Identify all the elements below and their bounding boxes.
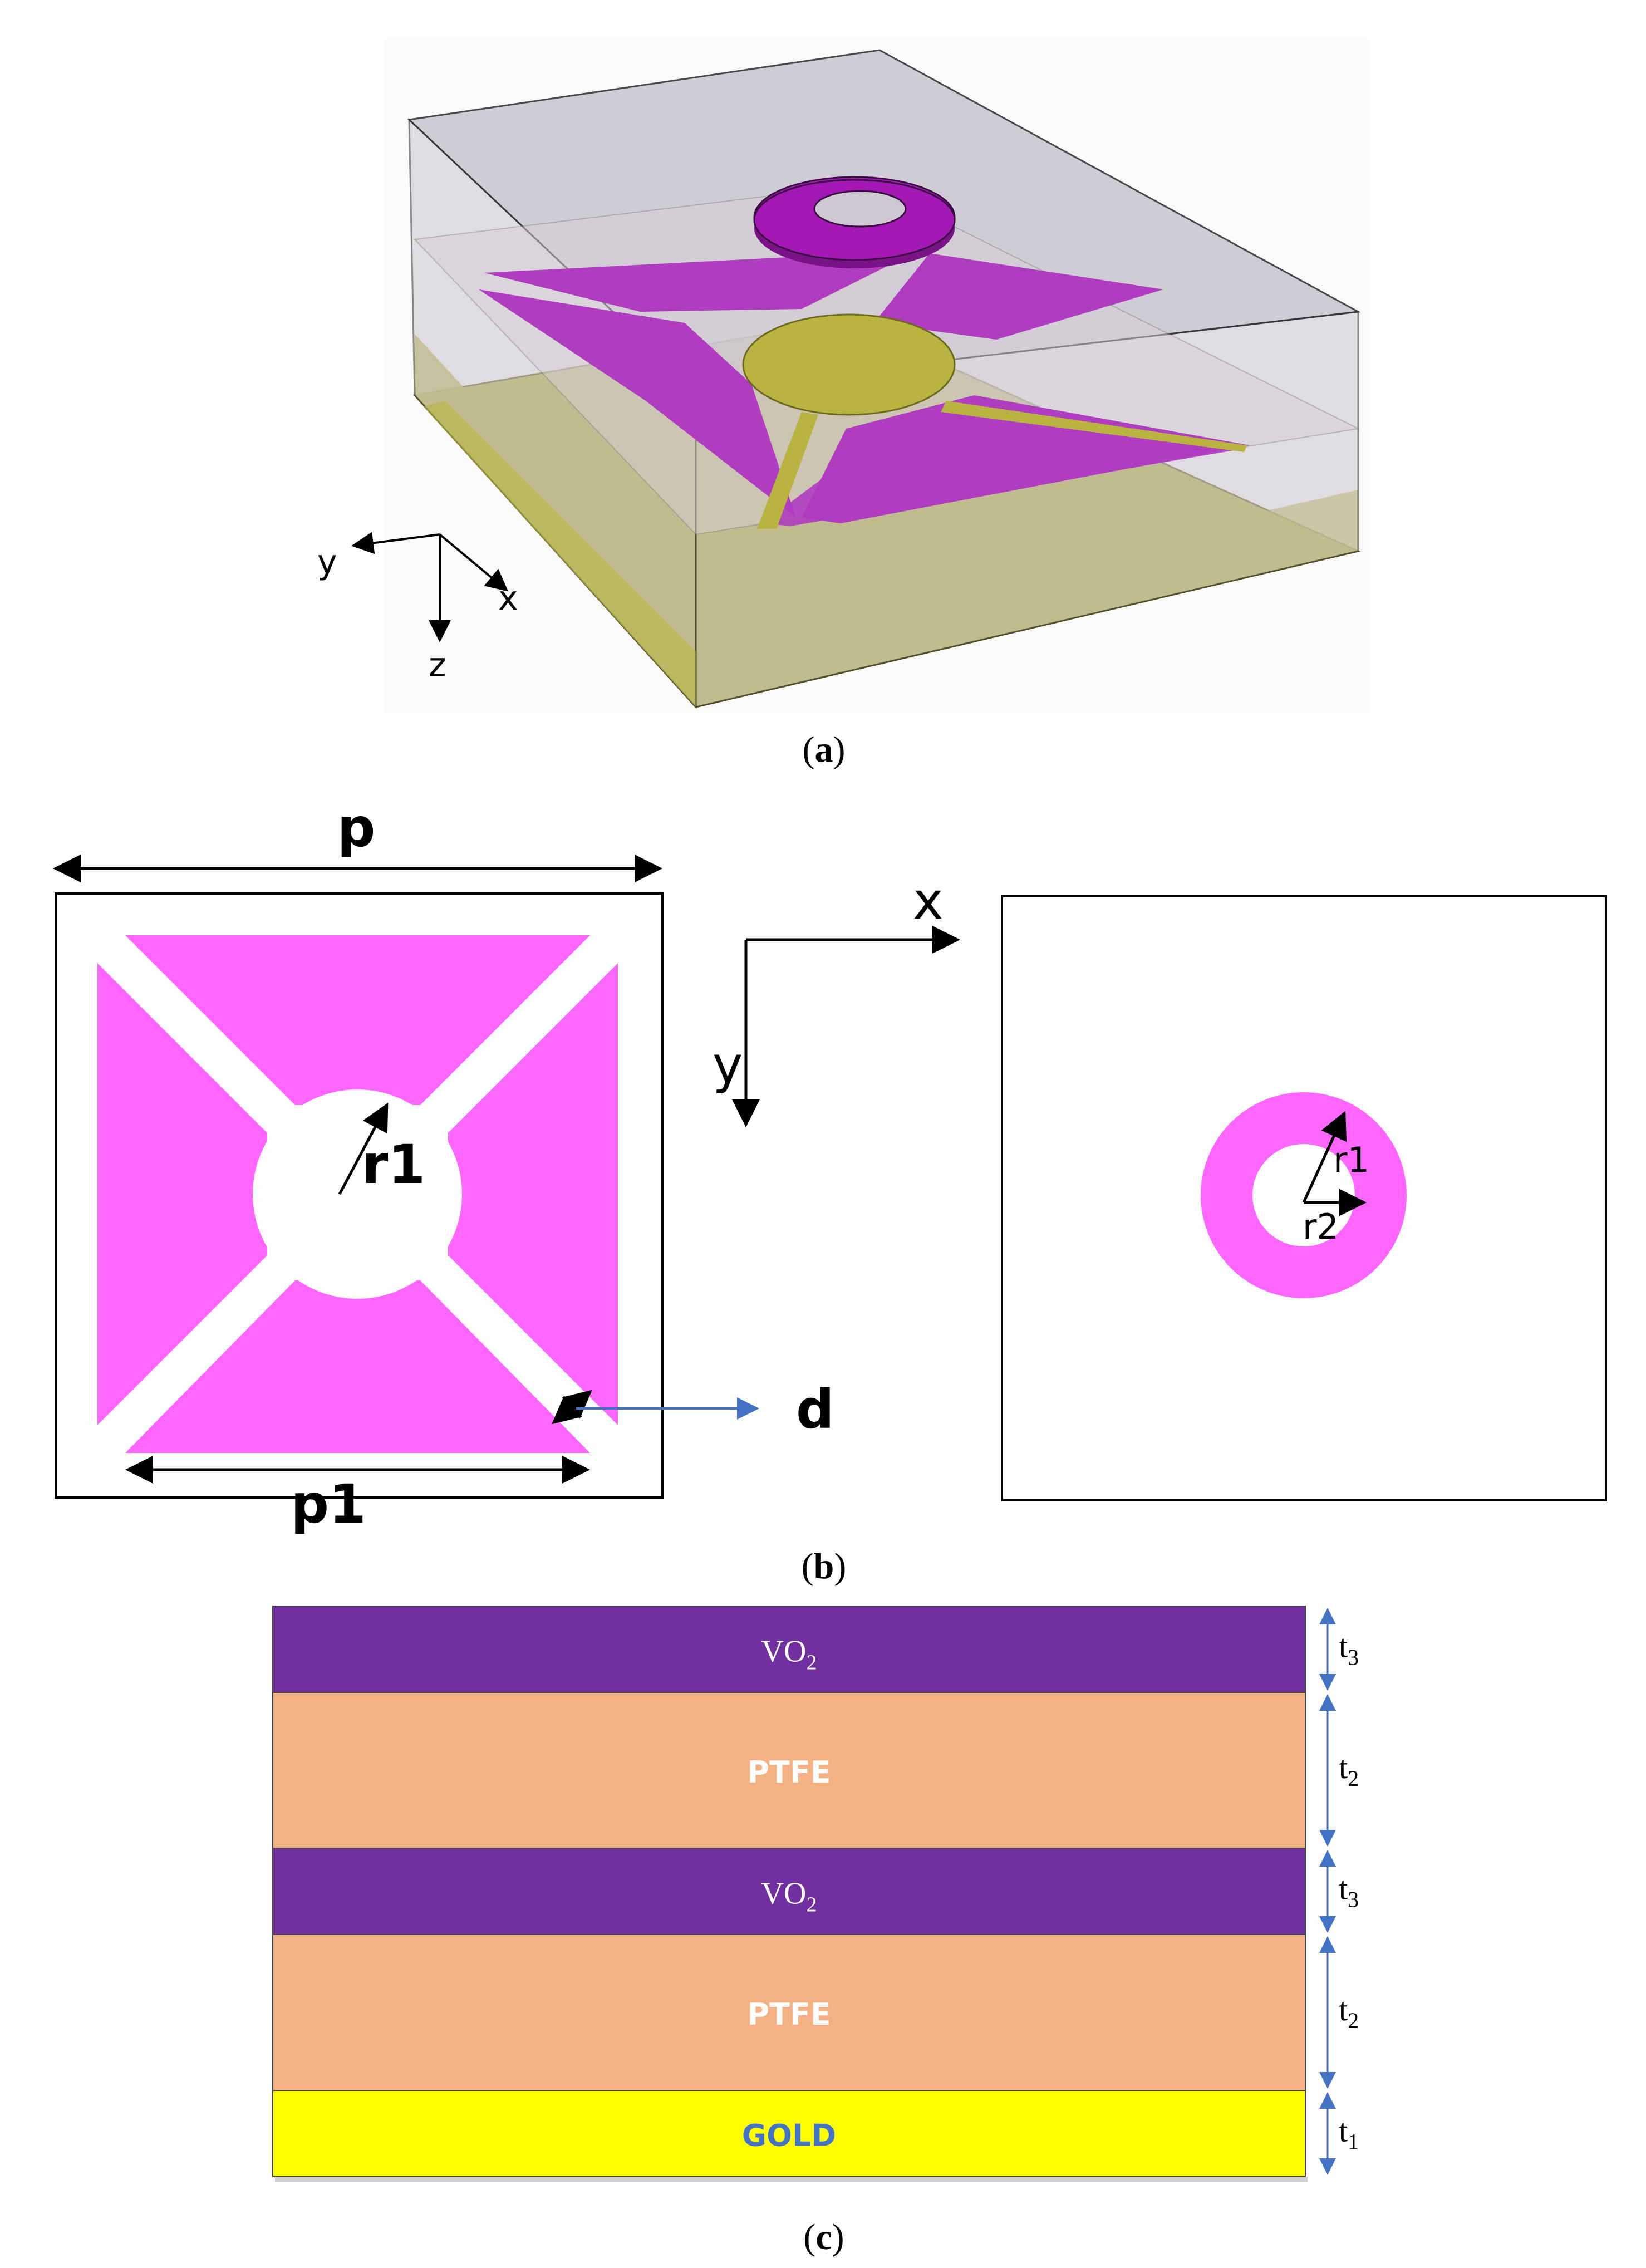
- thickness-label-2: t3: [1339, 1871, 1359, 1912]
- axis-x-label-2d: x: [913, 871, 943, 931]
- ring-r2-label: r2: [1303, 1206, 1339, 1247]
- layer-vo2-0: [272, 1606, 1306, 1693]
- stack-shadow: [275, 2177, 1308, 2182]
- ring-r1-label: r1: [1333, 1140, 1369, 1180]
- layer-label-1: PTFE: [747, 1755, 831, 1790]
- trapezoid-left: [97, 963, 267, 1425]
- axes-2d: [732, 926, 960, 1127]
- thickness-label-3: t2: [1339, 1991, 1359, 2033]
- axes-3d: [351, 532, 509, 642]
- axis-x-label-3d: x: [498, 579, 518, 618]
- panel-a-3d-view: y x z (a): [317, 39, 1369, 770]
- caption-a: (a): [803, 729, 846, 770]
- gold-band-left: [423, 401, 696, 707]
- gold-stripe-front: [757, 412, 818, 529]
- ring-r1-arrow: [1302, 1111, 1347, 1204]
- trapezoid-top: [125, 935, 590, 1105]
- axis-z-label-3d: z: [429, 646, 446, 685]
- trapezoid-bottom: [125, 1280, 590, 1453]
- d-label: d: [796, 1378, 834, 1441]
- axis-y-label-3d: y: [317, 543, 337, 582]
- metal-trapezoid-back: [484, 251, 918, 312]
- layer-vo2-2: [272, 1848, 1306, 1935]
- bottom-metasurface-view: p r1 d p1: [53, 797, 834, 1535]
- metal-trapezoid-left: [479, 289, 796, 518]
- metal-trapezoid-front-right: [763, 448, 1247, 526]
- thickness-label-0: t3: [1339, 1628, 1359, 1670]
- thickness-label-1: t2: [1339, 1749, 1359, 1791]
- layer-label-0: VO2: [761, 1634, 817, 1675]
- panel-b-top-views: p r1 d p1 x y: [53, 797, 1607, 1587]
- gold-center-disc: [742, 313, 956, 416]
- dim-p1-label: p1: [291, 1473, 366, 1535]
- gold-stripe-right: [941, 401, 1247, 452]
- ring-hole: [1252, 1144, 1355, 1246]
- thickness-label-4: t1: [1339, 2113, 1359, 2154]
- layer-ptfe-3: [272, 1934, 1306, 2091]
- r1-radius-arrow: [338, 1102, 389, 1195]
- caption-c: (c): [803, 2217, 844, 2257]
- layer-gold-4: [272, 2090, 1306, 2177]
- metal-trapezoid-right: [874, 253, 1163, 340]
- dim-p-label: p: [337, 797, 376, 859]
- top-ring-view: r1 r2: [1001, 895, 1607, 1501]
- trapezoid-right: [448, 963, 618, 1425]
- top-ring-hole: [813, 190, 907, 228]
- d-gap-arrow: [552, 1390, 592, 1425]
- caption-b: (b): [802, 1546, 847, 1587]
- center-aperture: [253, 1089, 462, 1299]
- layer-label-4: GOLD: [742, 2118, 836, 2153]
- layer-label-3: PTFE: [747, 1997, 831, 2032]
- layer-label-2: VO2: [761, 1877, 817, 1917]
- axis-y-label-2d: y: [713, 1035, 743, 1095]
- r1-label: r1: [362, 1133, 425, 1196]
